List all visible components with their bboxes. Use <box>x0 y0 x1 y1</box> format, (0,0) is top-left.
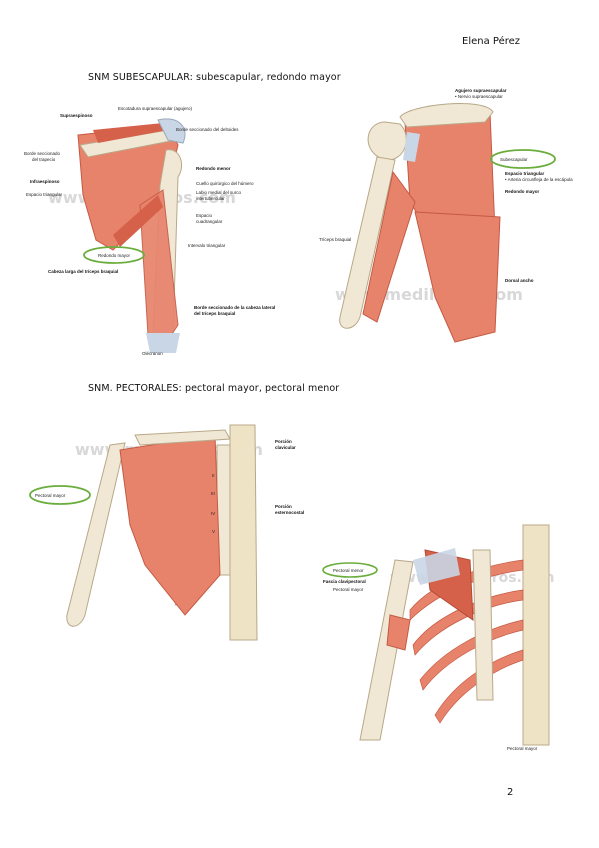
label-agujero: Agujero supraescapular <box>455 88 507 93</box>
tendon-band <box>403 132 420 162</box>
label-borde-deltoides: Borde seccionado del deltoides <box>176 127 239 132</box>
label-porcion-clavicular-2: clavicular <box>275 445 296 450</box>
humeral-head <box>367 121 407 161</box>
figure-anterior-scapula: www.medilibros.com Agujero supraescapula… <box>319 88 573 343</box>
highlight-circle-redondo-mayor <box>83 246 145 264</box>
scapula-top <box>399 103 494 128</box>
section-title-pectorales: SNM. PECTORALES: pectoral mayor, pectora… <box>88 383 340 394</box>
label-porcion-esternocostal: Porción <box>275 504 292 509</box>
section-title-subescapular: SNM SUBESCAPULAR: subescapular, redondo … <box>88 72 341 83</box>
label-infraespinoso: Infraespinoso <box>30 179 60 184</box>
label-pectoral-mayor-top: Pectoral mayor <box>333 587 364 592</box>
page-number: 2 <box>507 787 514 798</box>
label-pectoral-mayor-bottom: Pectoral mayor <box>507 746 538 751</box>
label-redondo-mayor: Redondo mayor <box>505 189 540 194</box>
figure-pectoralis-minor: www.medilibros.com Pectoral menor Fascia… <box>322 524 554 751</box>
label-borde-lateral-2: del tríceps braquial <box>194 311 235 316</box>
label-espacio-triangular: Espacio triangular <box>505 171 545 176</box>
humerus <box>339 156 396 329</box>
label-labio-medial: Labio medial del surco <box>196 190 242 195</box>
rib-number: V <box>212 529 215 534</box>
label-supraespinoso: Supraespinoso <box>60 113 93 118</box>
olecranon <box>146 333 180 353</box>
label-pectoral-menor: Pectoral menor <box>333 568 364 573</box>
label-nervio: • Nervio supraescapular <box>455 94 503 99</box>
label-porcion-esternocostal-2: esternocostal <box>275 510 304 515</box>
label-redondo-menor: Redondo menor <box>196 166 231 171</box>
sternum <box>472 549 494 701</box>
highlight-circle-pectoral-menor <box>322 562 378 578</box>
spine <box>522 524 550 746</box>
highlight-circle-subescapular <box>490 149 556 169</box>
label-borde-trapecio-2: del trapecio <box>32 157 56 162</box>
label-cabeza-larga: Cabeza larga del tríceps braquial <box>48 269 118 274</box>
author-name: Elena Pérez <box>462 36 521 47</box>
figure-posterior-shoulder: www.medilibros.com Supraespinoso Escotad… <box>24 106 275 356</box>
acromion <box>157 118 186 144</box>
clavipectoral-fascia <box>413 548 460 585</box>
label-dorsal-ancho: Dorsal ancho <box>505 278 534 283</box>
highlight-circle-pectoral-mayor <box>29 485 91 505</box>
label-escotadura: Escotadura supraescapular (agujero) <box>118 106 193 111</box>
label-espacio-cuadrangular: Espacio <box>196 213 213 218</box>
pectoralis-major-cut <box>386 614 411 651</box>
label-redondo-mayor: Redondo mayor <box>98 253 131 258</box>
rib-number: III <box>211 491 215 496</box>
teres-major <box>113 195 163 247</box>
label-subescapular: Subescapular <box>500 157 528 162</box>
label-labio-medial-2: intertubercular <box>196 196 225 201</box>
pectoralis-major <box>119 434 221 616</box>
label-olecranon: Olécranon <box>142 351 163 356</box>
label-espacio-triangular: Espacio triangular <box>26 192 63 197</box>
label-borde-lateral: Borde seccionado de la cabeza lateral <box>194 305 275 310</box>
humerus <box>66 442 126 627</box>
label-fascia: Fascia clavipectoral <box>323 579 366 584</box>
figure-pectoralis-major: www.medilibros.com Porción clavicular Pe… <box>29 424 304 641</box>
label-espacio-cuadrangular-2: cuadrangular <box>196 219 223 224</box>
label-triceps: Tríceps braquial <box>319 237 351 242</box>
label-pectoral-mayor: Pectoral mayor <box>35 493 66 498</box>
humerus <box>359 559 414 741</box>
rib-number: II <box>212 473 215 478</box>
label-porcion-clavicular: Porción <box>275 439 292 444</box>
spine <box>229 424 258 641</box>
label-arteria: • Arteria circunfleja de la escápula <box>505 177 573 182</box>
label-cuello-quirurgico: Cuello quirúrgico del húmero <box>196 181 254 186</box>
latissimus-dorsi <box>414 211 501 343</box>
rib-number: IV <box>211 511 215 516</box>
triceps <box>362 170 416 323</box>
supraspinatus <box>93 123 168 143</box>
label-intervalo-triangular: Intervalo triangular <box>188 243 226 248</box>
label-borde-trapecio: Borde seccionado <box>24 151 61 156</box>
